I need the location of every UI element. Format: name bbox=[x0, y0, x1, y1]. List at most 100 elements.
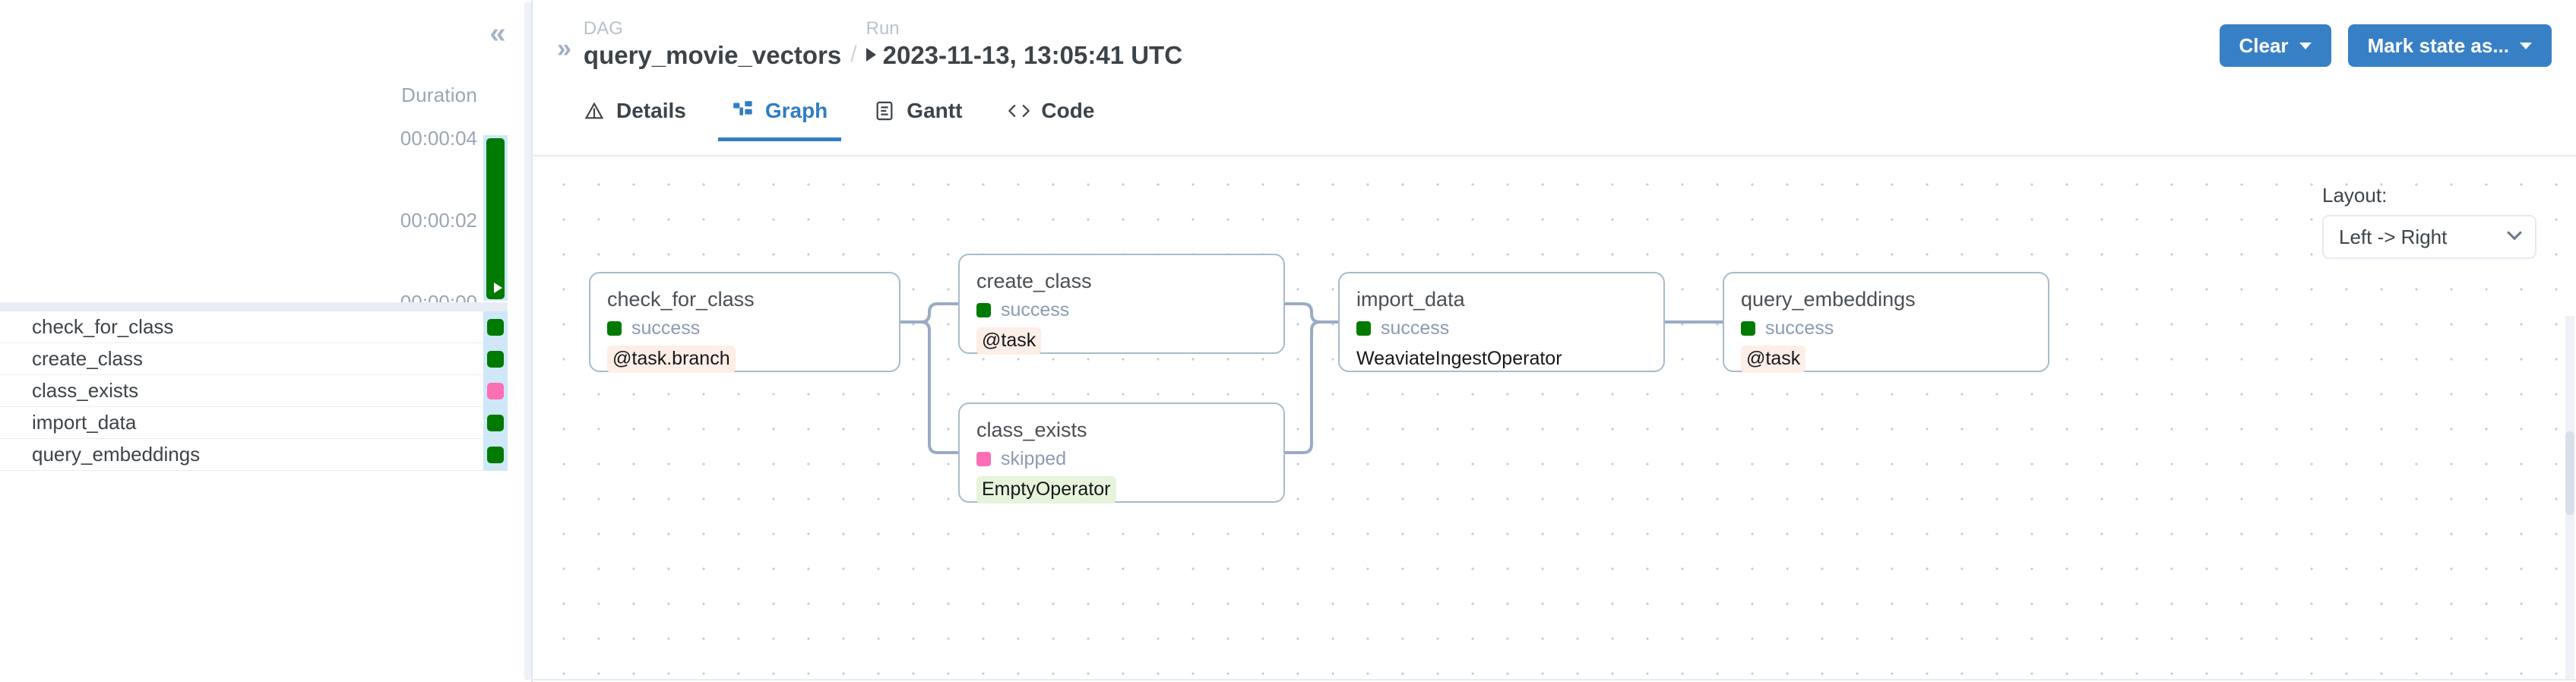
run-caret-icon bbox=[866, 48, 876, 62]
node-state: skipped bbox=[976, 447, 1267, 470]
status-square bbox=[487, 383, 504, 399]
breadcrumb-run-kicker: Run bbox=[866, 18, 900, 39]
status-square bbox=[487, 319, 504, 336]
node-title: query_embeddings bbox=[1741, 288, 1916, 311]
node-operator: WeaviateIngestOperator bbox=[1356, 348, 1562, 370]
content-panel: » DAG query_movie_vectors / Run 2023-11-… bbox=[532, 0, 2576, 682]
state-label: success bbox=[1381, 317, 1450, 339]
task-row-label: class_exists bbox=[32, 379, 139, 402]
header-actions: Clear Mark state as... bbox=[2219, 24, 2552, 67]
task-row-label: create_class bbox=[32, 347, 143, 370]
task-row-label: import_data bbox=[32, 411, 137, 434]
breadcrumb-dag[interactable]: DAG query_movie_vectors bbox=[584, 18, 841, 70]
task-row-status[interactable] bbox=[483, 311, 508, 343]
task-row[interactable]: import_data bbox=[0, 407, 508, 439]
chevron-down-icon bbox=[2507, 225, 2522, 241]
node-state: success bbox=[607, 317, 882, 339]
layout-select[interactable]: Left -> Right bbox=[2322, 215, 2536, 259]
graph-edge-check_for_class-to-create_class bbox=[900, 302, 958, 324]
breadcrumb-run-value: 2023-11-13, 13:05:41 UTC bbox=[882, 40, 1183, 69]
status-square bbox=[487, 447, 504, 463]
breadcrumb-dag-kicker: DAG bbox=[583, 18, 623, 39]
task-row-label: check_for_class bbox=[32, 315, 174, 338]
state-label: skipped bbox=[1001, 448, 1067, 470]
layout-control: Layout: Left -> Right bbox=[2322, 184, 2536, 259]
node-operator: @task.branch bbox=[607, 346, 736, 373]
duration-tick-4: 00:00:04 bbox=[400, 127, 477, 150]
graph-edge-check_for_class-to-class_exists bbox=[900, 320, 958, 454]
node-title: import_data bbox=[1356, 288, 1465, 311]
task-row[interactable]: class_exists bbox=[0, 375, 508, 407]
node-title: class_exists bbox=[976, 418, 1087, 441]
state-square bbox=[607, 320, 622, 336]
state-label: success bbox=[1765, 317, 1834, 339]
tab-details[interactable]: Details bbox=[560, 88, 709, 140]
breadcrumb-dag-name: query_movie_vectors bbox=[583, 40, 842, 69]
bottom-rule bbox=[533, 679, 2576, 680]
graph-nodes-icon bbox=[732, 99, 755, 122]
layout-select-value: Left -> Right bbox=[2339, 225, 2448, 248]
task-row[interactable]: query_embeddings bbox=[0, 439, 508, 471]
node-operator: @task bbox=[976, 327, 1042, 355]
document-lines-icon bbox=[873, 99, 896, 122]
layout-label: Layout: bbox=[2322, 184, 2388, 207]
graph-edge-create_class-to-import_data bbox=[1285, 302, 1338, 324]
graph-scrollbar[interactable] bbox=[2565, 316, 2574, 680]
task-row[interactable]: check_for_class bbox=[0, 311, 508, 343]
duration-axis-title: Duration bbox=[401, 84, 477, 106]
tab-gantt[interactable]: Gantt bbox=[850, 88, 985, 140]
header-bar: » DAG query_movie_vectors / Run 2023-11-… bbox=[533, 0, 2576, 88]
duration-tick-2: 00:00:02 bbox=[400, 209, 477, 232]
angle-brackets-icon bbox=[1008, 99, 1030, 122]
task-row-status[interactable] bbox=[483, 407, 508, 439]
tab-graph[interactable]: Graph bbox=[709, 88, 850, 141]
graph-scrollbar-thumb[interactable] bbox=[2565, 431, 2574, 515]
state-square bbox=[1356, 320, 1371, 336]
grid-panel-scrollbar[interactable] bbox=[524, 2, 531, 680]
graph-edge-class_exists-to-import_data bbox=[1285, 320, 1338, 454]
node-title: check_for_class bbox=[607, 288, 755, 311]
status-square bbox=[487, 415, 504, 431]
play-triangle-icon bbox=[494, 283, 502, 293]
state-label: success bbox=[631, 317, 701, 339]
task-row-status[interactable] bbox=[483, 343, 508, 375]
node-state: success bbox=[1741, 317, 2031, 339]
state-label: success bbox=[1001, 299, 1070, 321]
state-square bbox=[976, 451, 991, 466]
chevron-double-left-icon[interactable]: « bbox=[489, 17, 506, 49]
node-title: create_class bbox=[976, 270, 1092, 292]
dag-run-column[interactable] bbox=[483, 135, 508, 301]
task-row-status[interactable] bbox=[483, 375, 508, 407]
chevron-double-right-icon[interactable]: » bbox=[557, 34, 571, 63]
chevron-down-icon bbox=[2520, 42, 2532, 49]
tab-label: Gantt bbox=[907, 99, 963, 122]
mark-state-button-label: Mark state as... bbox=[2367, 33, 2509, 57]
tab-label: Graph bbox=[764, 99, 828, 122]
dag-run-duration-bar[interactable] bbox=[486, 138, 505, 299]
clear-button[interactable]: Clear bbox=[2219, 24, 2331, 67]
node-operator: EmptyOperator bbox=[976, 476, 1116, 504]
tab-label: Code bbox=[1041, 99, 1095, 122]
breadcrumb-separator: / bbox=[850, 41, 857, 67]
task-row-label: query_embeddings bbox=[32, 443, 201, 466]
tab-code[interactable]: Code bbox=[985, 88, 1117, 140]
breadcrumb: DAG query_movie_vectors / Run 2023-11-13… bbox=[584, 18, 1182, 70]
node-operator: @task bbox=[1741, 346, 1806, 373]
triangle-alert-icon bbox=[583, 99, 606, 122]
breadcrumb-run[interactable]: Run 2023-11-13, 13:05:41 UTC bbox=[866, 18, 1182, 70]
mark-state-button[interactable]: Mark state as... bbox=[2347, 24, 2552, 67]
task-row[interactable]: create_class bbox=[0, 343, 508, 375]
task-row-status[interactable] bbox=[483, 439, 508, 471]
grid-axis-separator bbox=[0, 302, 508, 311]
grid-panel: « Duration 00:00:04 00:00:02 00:00:00 ch… bbox=[0, 0, 533, 682]
clear-button-label: Clear bbox=[2239, 33, 2289, 57]
status-square bbox=[487, 351, 504, 368]
